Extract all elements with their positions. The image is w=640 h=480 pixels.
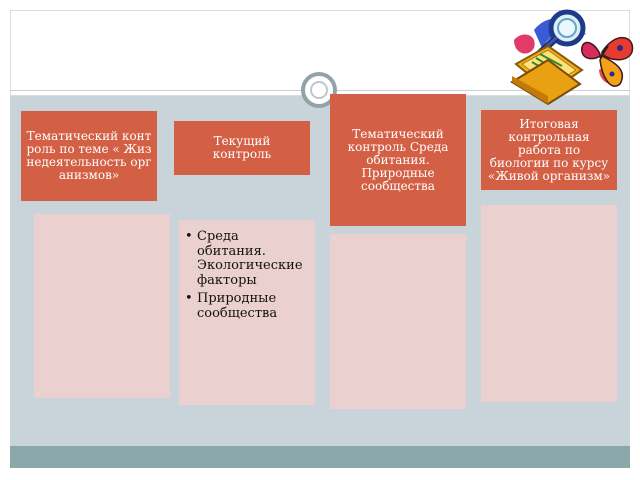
column-2-bullets: Среда обитания. Экологические факторы Пр… (179, 220, 315, 321)
column-2-body: Среда обитания. Экологические факторы Пр… (179, 220, 315, 405)
circle-ring-icon (301, 72, 337, 108)
footer-band (10, 446, 630, 468)
column-3-body (330, 234, 466, 409)
column-3-heading: Тематический контроль Среда обитания. Пр… (330, 94, 466, 226)
column-4-body (481, 205, 617, 402)
bullet-item: Природные сообщества (185, 291, 307, 321)
column-2-heading: Текущий контроль (174, 121, 310, 175)
column-1-body (34, 214, 170, 398)
column-4-heading: Итоговая контрольная работа по биологии … (481, 110, 617, 190)
bullet-item: Среда обитания. Экологические факторы (185, 229, 307, 288)
books-magnifier-butterfly-icon (510, 9, 634, 106)
column-1-heading: Тематический контроль по теме « Жизнедея… (21, 111, 157, 201)
